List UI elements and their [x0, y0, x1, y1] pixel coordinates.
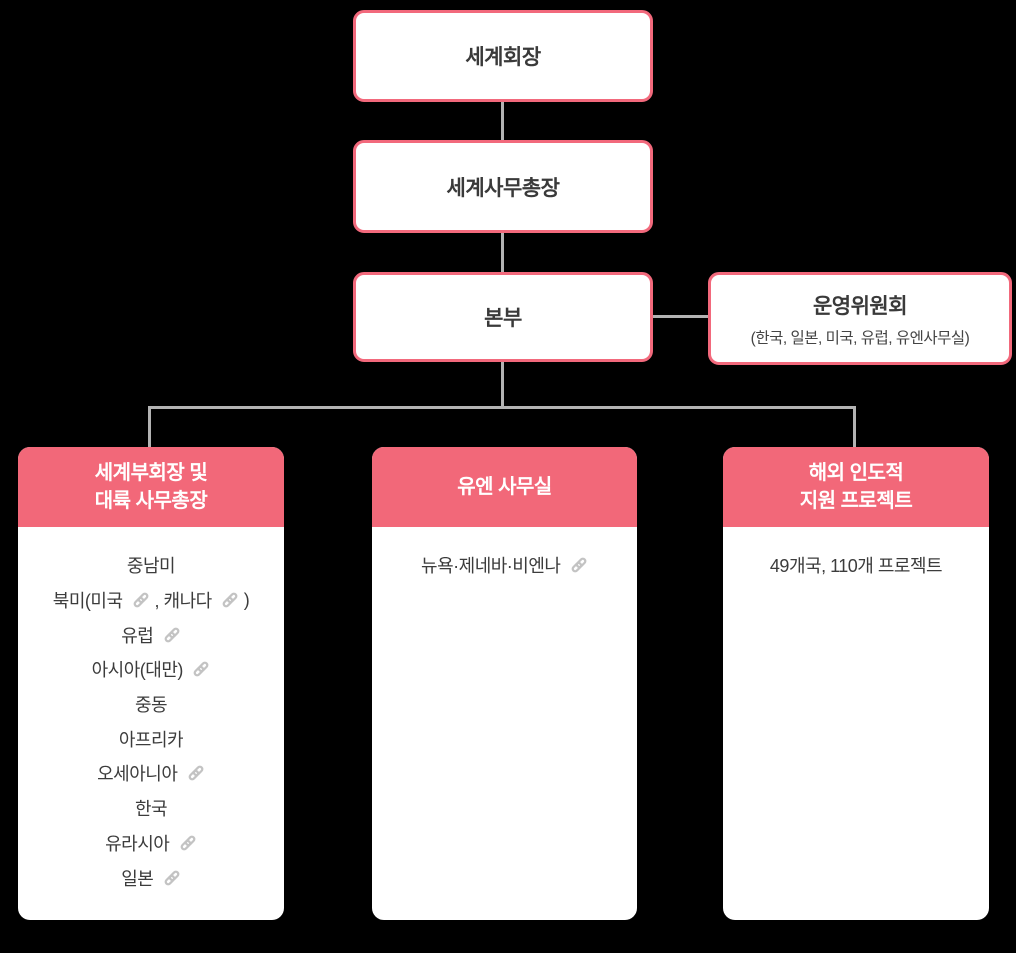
link-icon[interactable] — [570, 556, 588, 574]
connector-line — [148, 406, 151, 447]
node-world-president: 세계회장 — [353, 10, 653, 102]
list-item: 일본 — [18, 860, 284, 895]
card-header: 유엔 사무실 — [372, 447, 637, 527]
list-item: 아시아(대만) — [18, 652, 284, 687]
node-world-secretary-general: 세계사무총장 — [353, 140, 653, 233]
card-body: 뉴욕·제네바·비엔나 — [372, 527, 637, 583]
committee-subtitle: (한국, 일본, 미국, 유럽, 유엔사무실) — [750, 329, 970, 347]
node-label: 세계회장 — [465, 46, 541, 69]
list-item: 유럽 — [18, 617, 284, 652]
connector-line — [501, 233, 504, 272]
node-label: 본부 — [484, 307, 522, 330]
item-text: 유라시아 — [105, 833, 174, 854]
item-text: 유럽 — [121, 625, 158, 646]
card-body: 49개국, 110개 프로젝트 — [723, 527, 989, 583]
list-item: 아프리카 — [18, 721, 284, 756]
item-text: 중동 — [134, 695, 168, 716]
card-un-office: 유엔 사무실 뉴욕·제네바·비엔나 — [372, 447, 637, 920]
item-text: 아프리카 — [118, 729, 184, 750]
item-text: 뉴욕·제네바·비엔나 — [421, 556, 565, 577]
node-label: 세계사무총장 — [446, 176, 560, 200]
node-steering-committee: 운영위원회 (한국, 일본, 미국, 유럽, 유엔사무실) — [708, 272, 1012, 365]
item-text: 한국 — [134, 799, 168, 820]
item-text: 일본 — [121, 868, 158, 889]
connector-line — [148, 406, 856, 409]
connector-line — [501, 362, 504, 407]
item-text: , 캐나다 — [150, 591, 217, 612]
list-item: 중동 — [18, 687, 284, 722]
committee-title: 운영위원회 — [812, 294, 908, 318]
link-icon[interactable] — [187, 764, 205, 782]
connector-line — [853, 406, 856, 447]
list-item: 북미(미국 , 캐나다 ) — [18, 583, 284, 618]
link-icon[interactable] — [132, 591, 150, 609]
link-icon[interactable] — [163, 626, 181, 644]
link-icon[interactable] — [163, 869, 181, 887]
item-text: 49개국, 110개 프로젝트 — [769, 556, 943, 577]
item-text: 아시아(대만) — [91, 660, 188, 681]
list-item: 뉴욕·제네바·비엔나 — [372, 548, 637, 583]
link-icon[interactable] — [192, 660, 210, 678]
list-item: 유라시아 — [18, 826, 284, 861]
item-text: 오세아니아 — [97, 764, 182, 785]
card-header: 세계부회장 및 대륙 사무총장 — [18, 447, 284, 527]
card-humanitarian-projects: 해외 인도적 지원 프로젝트 49개국, 110개 프로젝트 — [723, 447, 989, 920]
card-header: 해외 인도적 지원 프로젝트 — [723, 447, 989, 527]
list-item: 한국 — [18, 791, 284, 826]
connector-line — [653, 315, 708, 318]
node-headquarters: 본부 — [353, 272, 653, 362]
item-text: 북미(미국 — [52, 591, 128, 612]
connector-line — [501, 102, 504, 140]
list-item: 오세아니아 — [18, 756, 284, 791]
list-item: 중남미 — [18, 548, 284, 583]
link-icon[interactable] — [179, 834, 197, 852]
item-text: ) — [239, 589, 250, 610]
list-item: 49개국, 110개 프로젝트 — [723, 548, 989, 583]
item-text: 중남미 — [126, 556, 176, 577]
link-icon[interactable] — [221, 591, 239, 609]
